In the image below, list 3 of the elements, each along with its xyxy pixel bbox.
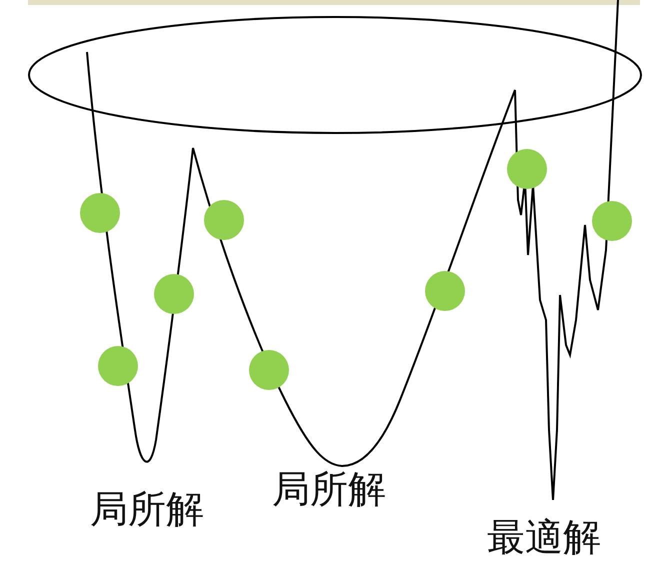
minimum-label: 最適解	[487, 518, 601, 556]
minimum-label: 局所解	[272, 470, 386, 508]
minimum-label: 局所解	[90, 490, 204, 528]
